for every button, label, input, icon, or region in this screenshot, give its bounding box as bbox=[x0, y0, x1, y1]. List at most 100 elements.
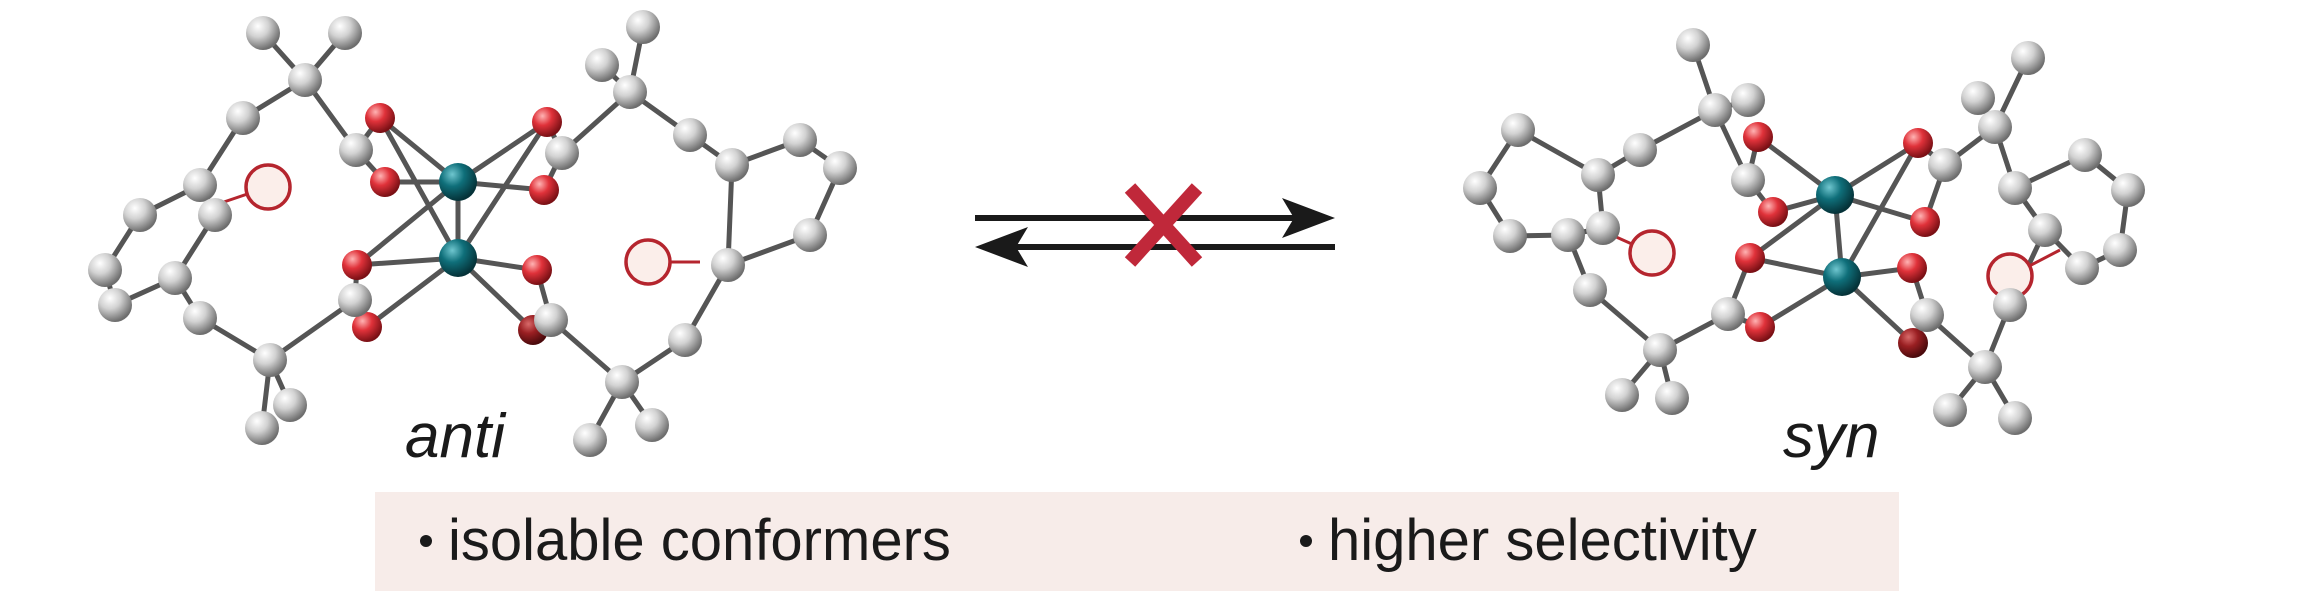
carbon-atom bbox=[1493, 219, 1527, 253]
carbon-atom bbox=[1978, 110, 2012, 144]
carbon-atom bbox=[605, 365, 639, 399]
carbon-atom bbox=[1586, 211, 1620, 245]
carbon-atom bbox=[2068, 138, 2102, 172]
carbon-atom bbox=[1501, 113, 1535, 147]
carbon-atom bbox=[253, 343, 287, 377]
carbon-atom bbox=[1711, 297, 1745, 331]
bond bbox=[364, 255, 461, 330]
bond bbox=[455, 119, 550, 261]
carbon-atom bbox=[98, 288, 132, 322]
ring-centroid-marker bbox=[244, 163, 292, 211]
summary-banner bbox=[375, 492, 1899, 591]
carbon-atom bbox=[2111, 173, 2145, 207]
metal-atom bbox=[439, 163, 477, 201]
oxygen-atom bbox=[1758, 197, 1788, 227]
metal-atom bbox=[439, 239, 477, 277]
ring-centroid-marker bbox=[1628, 229, 1676, 277]
bond bbox=[1839, 140, 1921, 280]
bond bbox=[377, 115, 461, 261]
carbon-atom bbox=[668, 323, 702, 357]
carbon-atom bbox=[711, 248, 745, 282]
carbon-atom bbox=[328, 16, 362, 50]
oxygen-atom bbox=[1743, 122, 1773, 152]
carbon-atom bbox=[783, 123, 817, 157]
carbon-atom bbox=[183, 168, 217, 202]
anti-conformer-model bbox=[88, 10, 857, 457]
oxygen-atom bbox=[532, 107, 562, 137]
carbon-atom bbox=[1968, 350, 2002, 384]
bullet-dot-icon bbox=[420, 534, 432, 547]
carbon-atom bbox=[88, 253, 122, 287]
forbidden-cross-icon bbox=[1124, 183, 1203, 267]
bond bbox=[354, 179, 461, 268]
anti-label: anti bbox=[405, 402, 507, 471]
carbon-atom bbox=[245, 411, 279, 445]
oxygen-atom bbox=[1898, 328, 1928, 358]
carbon-atom bbox=[226, 101, 260, 135]
carbon-atom bbox=[198, 198, 232, 232]
oxygen-atom bbox=[365, 103, 395, 133]
bond bbox=[267, 297, 358, 363]
carbon-atom bbox=[1993, 288, 2027, 322]
bullet-text: isolable conformers bbox=[448, 508, 951, 573]
carbon-atom bbox=[573, 423, 607, 457]
carbon-atom bbox=[715, 148, 749, 182]
syn-conformer-model bbox=[1463, 28, 2145, 435]
carbon-atom bbox=[1463, 171, 1497, 205]
bullet-dot-icon bbox=[1300, 534, 1312, 547]
metal-atom bbox=[1816, 176, 1854, 214]
carbon-atom bbox=[1573, 273, 1607, 307]
carbon-atom bbox=[288, 63, 322, 97]
oxygen-atom bbox=[522, 255, 552, 285]
oxygen-atom bbox=[370, 167, 400, 197]
carbon-atom bbox=[338, 283, 372, 317]
carbon-atom bbox=[635, 408, 669, 442]
oxygen-atom bbox=[1735, 243, 1765, 273]
oxygen-atom bbox=[1903, 128, 1933, 158]
carbon-atom bbox=[1731, 163, 1765, 197]
oxygen-atom bbox=[1897, 253, 1927, 283]
oxygen-atom bbox=[1910, 207, 1940, 237]
carbon-atom bbox=[1605, 378, 1639, 412]
ring-centroid-marker bbox=[624, 238, 672, 286]
equilibrium-arrows-icon bbox=[975, 198, 1335, 267]
bullet-selectivity: higher selectivity bbox=[1300, 510, 1757, 572]
carbon-atom bbox=[626, 10, 660, 44]
carbon-atom bbox=[673, 118, 707, 152]
carbon-atom bbox=[183, 301, 217, 335]
oxygen-atom bbox=[529, 175, 559, 205]
carbon-atom bbox=[1623, 133, 1657, 167]
carbon-atom bbox=[613, 75, 647, 109]
carbon-atom bbox=[1581, 158, 1615, 192]
carbon-atom bbox=[534, 303, 568, 337]
carbon-atom bbox=[2028, 213, 2062, 247]
carbon-atom bbox=[1998, 171, 2032, 205]
carbon-atom bbox=[123, 198, 157, 232]
carbon-atom bbox=[1698, 93, 1732, 127]
carbon-atom bbox=[1961, 81, 1995, 115]
carbon-atom bbox=[793, 218, 827, 252]
carbon-atom bbox=[246, 16, 280, 50]
oxygen-atom bbox=[342, 250, 372, 280]
oxygen-atom bbox=[1745, 312, 1775, 342]
carbon-atom bbox=[1551, 218, 1585, 252]
carbon-atom bbox=[158, 261, 192, 295]
carbon-atom bbox=[1910, 298, 1944, 332]
carbon-atom bbox=[1998, 401, 2032, 435]
carbon-atom bbox=[1643, 333, 1677, 367]
bullet-text: higher selectivity bbox=[1328, 508, 1757, 573]
metal-atom bbox=[1823, 258, 1861, 296]
carbon-atom bbox=[2103, 233, 2137, 267]
bullet-isolable: isolable conformers bbox=[420, 510, 951, 572]
carbon-atom bbox=[1655, 381, 1689, 415]
carbon-atom bbox=[339, 133, 373, 167]
syn-label: syn bbox=[1783, 402, 1879, 471]
carbon-atom bbox=[823, 151, 857, 185]
oxygen-atom bbox=[352, 312, 382, 342]
carbon-atom bbox=[1731, 83, 1765, 117]
carbon-atom bbox=[2011, 41, 2045, 75]
carbon-atom bbox=[273, 388, 307, 422]
carbon-atom bbox=[1676, 28, 1710, 62]
carbon-atom bbox=[1928, 148, 1962, 182]
carbon-atom bbox=[1933, 393, 1967, 427]
